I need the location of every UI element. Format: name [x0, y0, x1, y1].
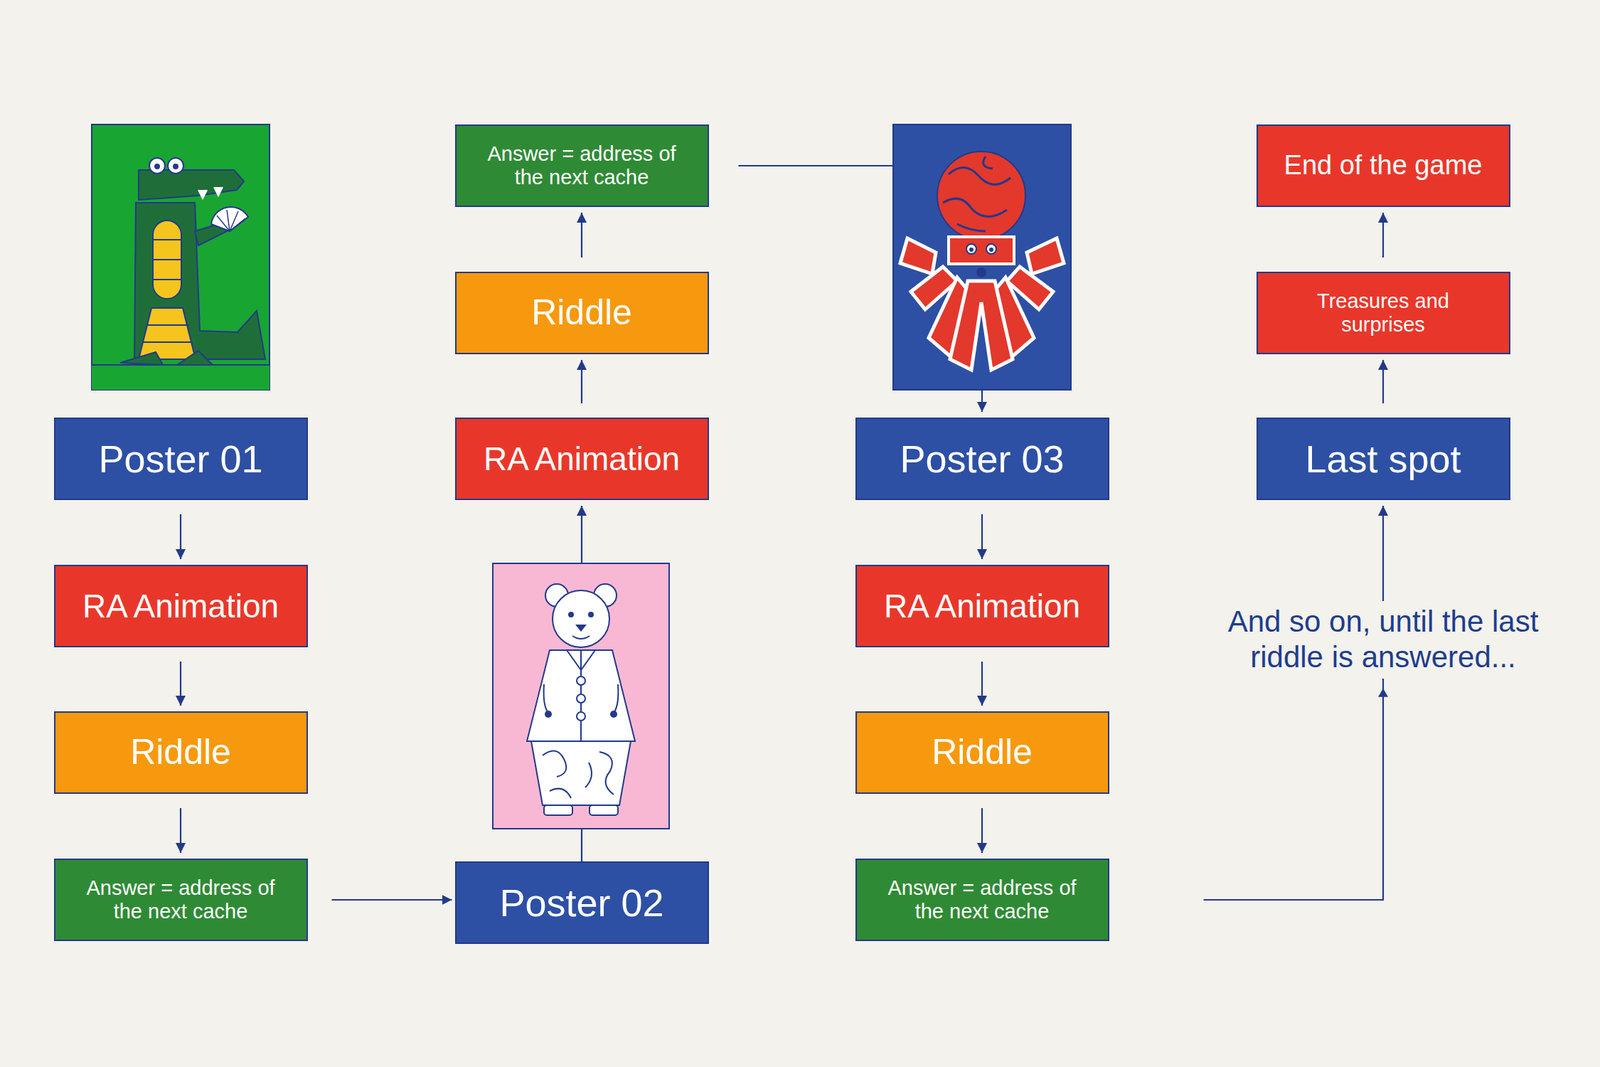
- flow-arrow: [179, 661, 182, 706]
- box-text: Poster 03: [899, 436, 1064, 481]
- box-text: Riddle: [531, 292, 633, 334]
- box-text: Riddle: [931, 731, 1033, 773]
- poster-box: Poster 03: [855, 417, 1110, 500]
- flow-arrow: [580, 359, 583, 404]
- note-arrowhead: [1378, 688, 1389, 697]
- animation-box: RA Animation: [54, 564, 308, 648]
- flow-arrow: [981, 514, 983, 559]
- crocodile-poster: [91, 124, 270, 390]
- animation-box: RA Animation: [455, 417, 709, 500]
- flow-arrow: [580, 212, 583, 258]
- riddle-box: Riddle: [54, 711, 308, 794]
- poster-box: Poster 02: [455, 861, 709, 944]
- note-text: And so on, until the last riddle is answ…: [1216, 600, 1551, 679]
- riddle-box: Riddle: [855, 711, 1110, 794]
- riddle-box: Riddle: [455, 271, 709, 355]
- box-text: Answer = address of the next cache: [83, 876, 279, 924]
- poster-box: Last spot: [1256, 417, 1511, 500]
- animation-box: End of the game: [1256, 124, 1511, 207]
- box-text: Riddle: [130, 731, 232, 773]
- flow-arrow: [1382, 212, 1384, 258]
- box-text: Poster 02: [499, 880, 664, 925]
- flow-arrow: [981, 661, 983, 706]
- box-text: RA Animation: [82, 587, 279, 626]
- poster-box: Poster 01: [54, 417, 308, 500]
- flow-arrow: [179, 514, 182, 559]
- box-text: Poster 01: [98, 436, 263, 481]
- box-text: RA Animation: [483, 440, 680, 478]
- flow-arrow: [981, 807, 983, 853]
- answer-box: Answer = address of the next cache: [855, 858, 1110, 941]
- answer-box: Answer = address of the next cache: [54, 858, 308, 941]
- box-text: Answer = address of the next cache: [484, 142, 680, 190]
- answer-box: Answer = address of the next cache: [455, 124, 709, 207]
- bear-poster: [492, 563, 670, 829]
- animation-box: RA Animation: [855, 564, 1110, 648]
- animation-box: Treasures and surprises: [1256, 271, 1511, 355]
- box-text: Treasures and surprises: [1308, 289, 1458, 338]
- flow-arrow: [332, 898, 453, 901]
- box-text: Answer = address of the next cache: [884, 876, 1081, 924]
- box-text: End of the game: [1284, 150, 1483, 182]
- flow-arrow: [1382, 359, 1384, 404]
- box-text: RA Animation: [883, 587, 1081, 626]
- octopus-poster: [893, 124, 1071, 390]
- flow-arrow: [179, 807, 182, 853]
- box-text: Last spot: [1304, 436, 1461, 481]
- flow-arrow: [1203, 505, 1384, 900]
